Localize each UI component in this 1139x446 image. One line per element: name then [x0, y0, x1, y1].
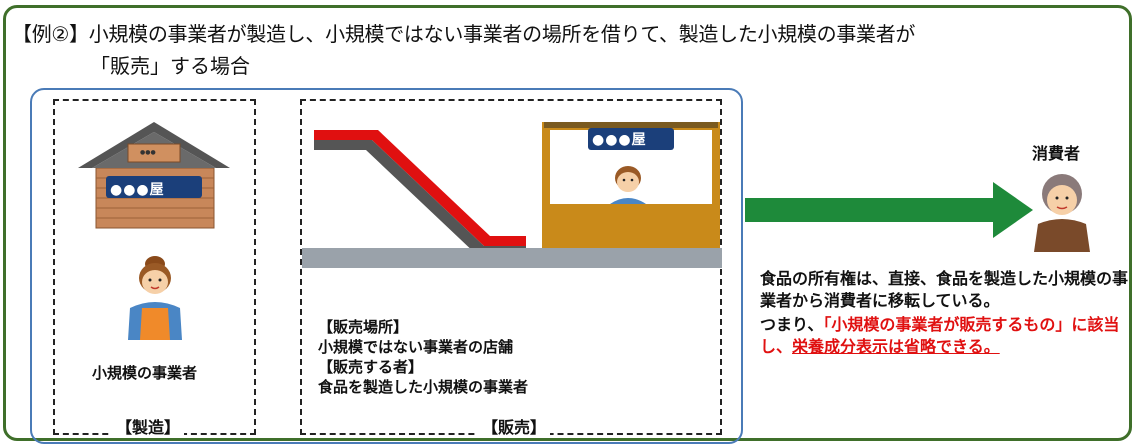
title-line-2: 「販売」する場合: [90, 54, 250, 78]
manufacturer-person: [128, 256, 182, 340]
explanation: 食品の所有権は、直接、食品を製造した小規模の事業者から消費者に移転している。 つ…: [760, 268, 1130, 358]
explanation-p2: つまり、「小規模の事業者が販売するもの」に該当し、栄養成分表示は省略できる。: [760, 314, 1130, 358]
explanation-conclusion: 栄養成分表示は省略できる。: [792, 337, 1000, 356]
sales-box-label: 【販売】: [478, 414, 551, 438]
consumer-person: [1034, 174, 1090, 252]
explanation-p1: 食品の所有権は、直接、食品を製造した小規模の事業者から消費者に移転している。: [760, 269, 1129, 310]
stall-sign: ●●●屋: [592, 132, 647, 148]
explanation-p2-red: 「小規模の事業者が販売するもの」に該当し、: [760, 315, 1120, 356]
shop-sign: ●●●屋: [110, 182, 165, 198]
sales-place-heading: 【販売場所】: [318, 318, 409, 336]
explanation-p2-prefix: つまり、: [760, 315, 824, 334]
transfer-arrow: [745, 182, 1033, 238]
consumer-label: 消費者: [1032, 144, 1081, 163]
manufacture-box-label: 【製造】: [112, 414, 185, 438]
sales-seller-value: 食品を製造した小規模の事業者: [318, 378, 529, 396]
sales-place-value: 小規模ではない事業者の店舗: [318, 338, 514, 356]
sales-scene: [302, 122, 722, 268]
roof-sign: ●●●: [140, 149, 156, 156]
sales-seller-heading: 【販売する者】: [318, 358, 424, 376]
scene-frame: [30, 88, 743, 444]
title-line-1: 【例②】小規模の事業者が製造し、小規模ではない事業者の場所を借りて、製造した小規…: [12, 22, 916, 46]
shop-illustration: [78, 122, 230, 229]
example-frame: [3, 5, 1132, 441]
manufacturer-label: 小規模の事業者: [92, 364, 198, 382]
